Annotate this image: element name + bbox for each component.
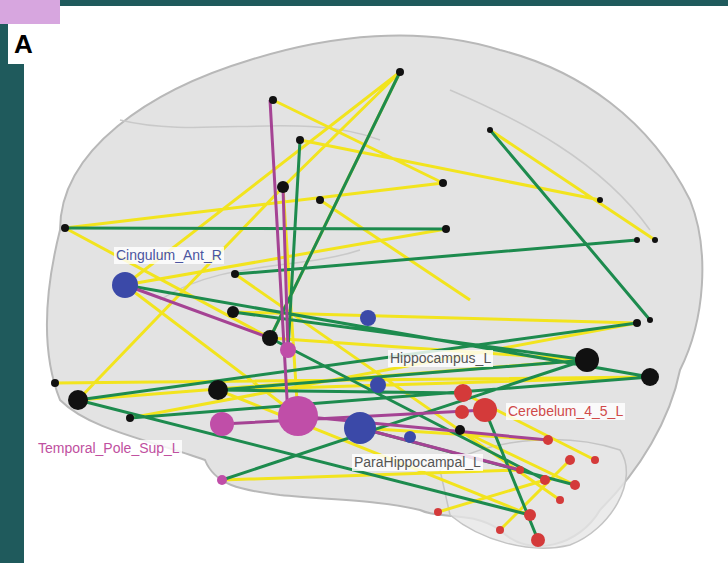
purple-connections — [125, 100, 548, 470]
region-label: Temporal_Pole_Sup_L — [36, 440, 182, 457]
green-connections — [65, 72, 650, 540]
top-strip — [0, 0, 728, 6]
panel-letter: A — [12, 30, 35, 59]
region-label: ParaHippocampal_L — [352, 454, 483, 471]
letter-ground — [8, 24, 52, 64]
blue-nodes — [112, 272, 416, 444]
black-nodes — [51, 68, 659, 435]
side-strip — [0, 0, 24, 563]
yellow-connections — [55, 72, 655, 530]
region-label: Hippocampus_L — [388, 350, 493, 367]
region-label: Cerebelum_4_5_L — [506, 403, 625, 420]
region-label: Cingulum_Ant_R — [114, 247, 224, 264]
magenta-nodes — [210, 342, 318, 485]
corner-patch — [0, 0, 60, 24]
